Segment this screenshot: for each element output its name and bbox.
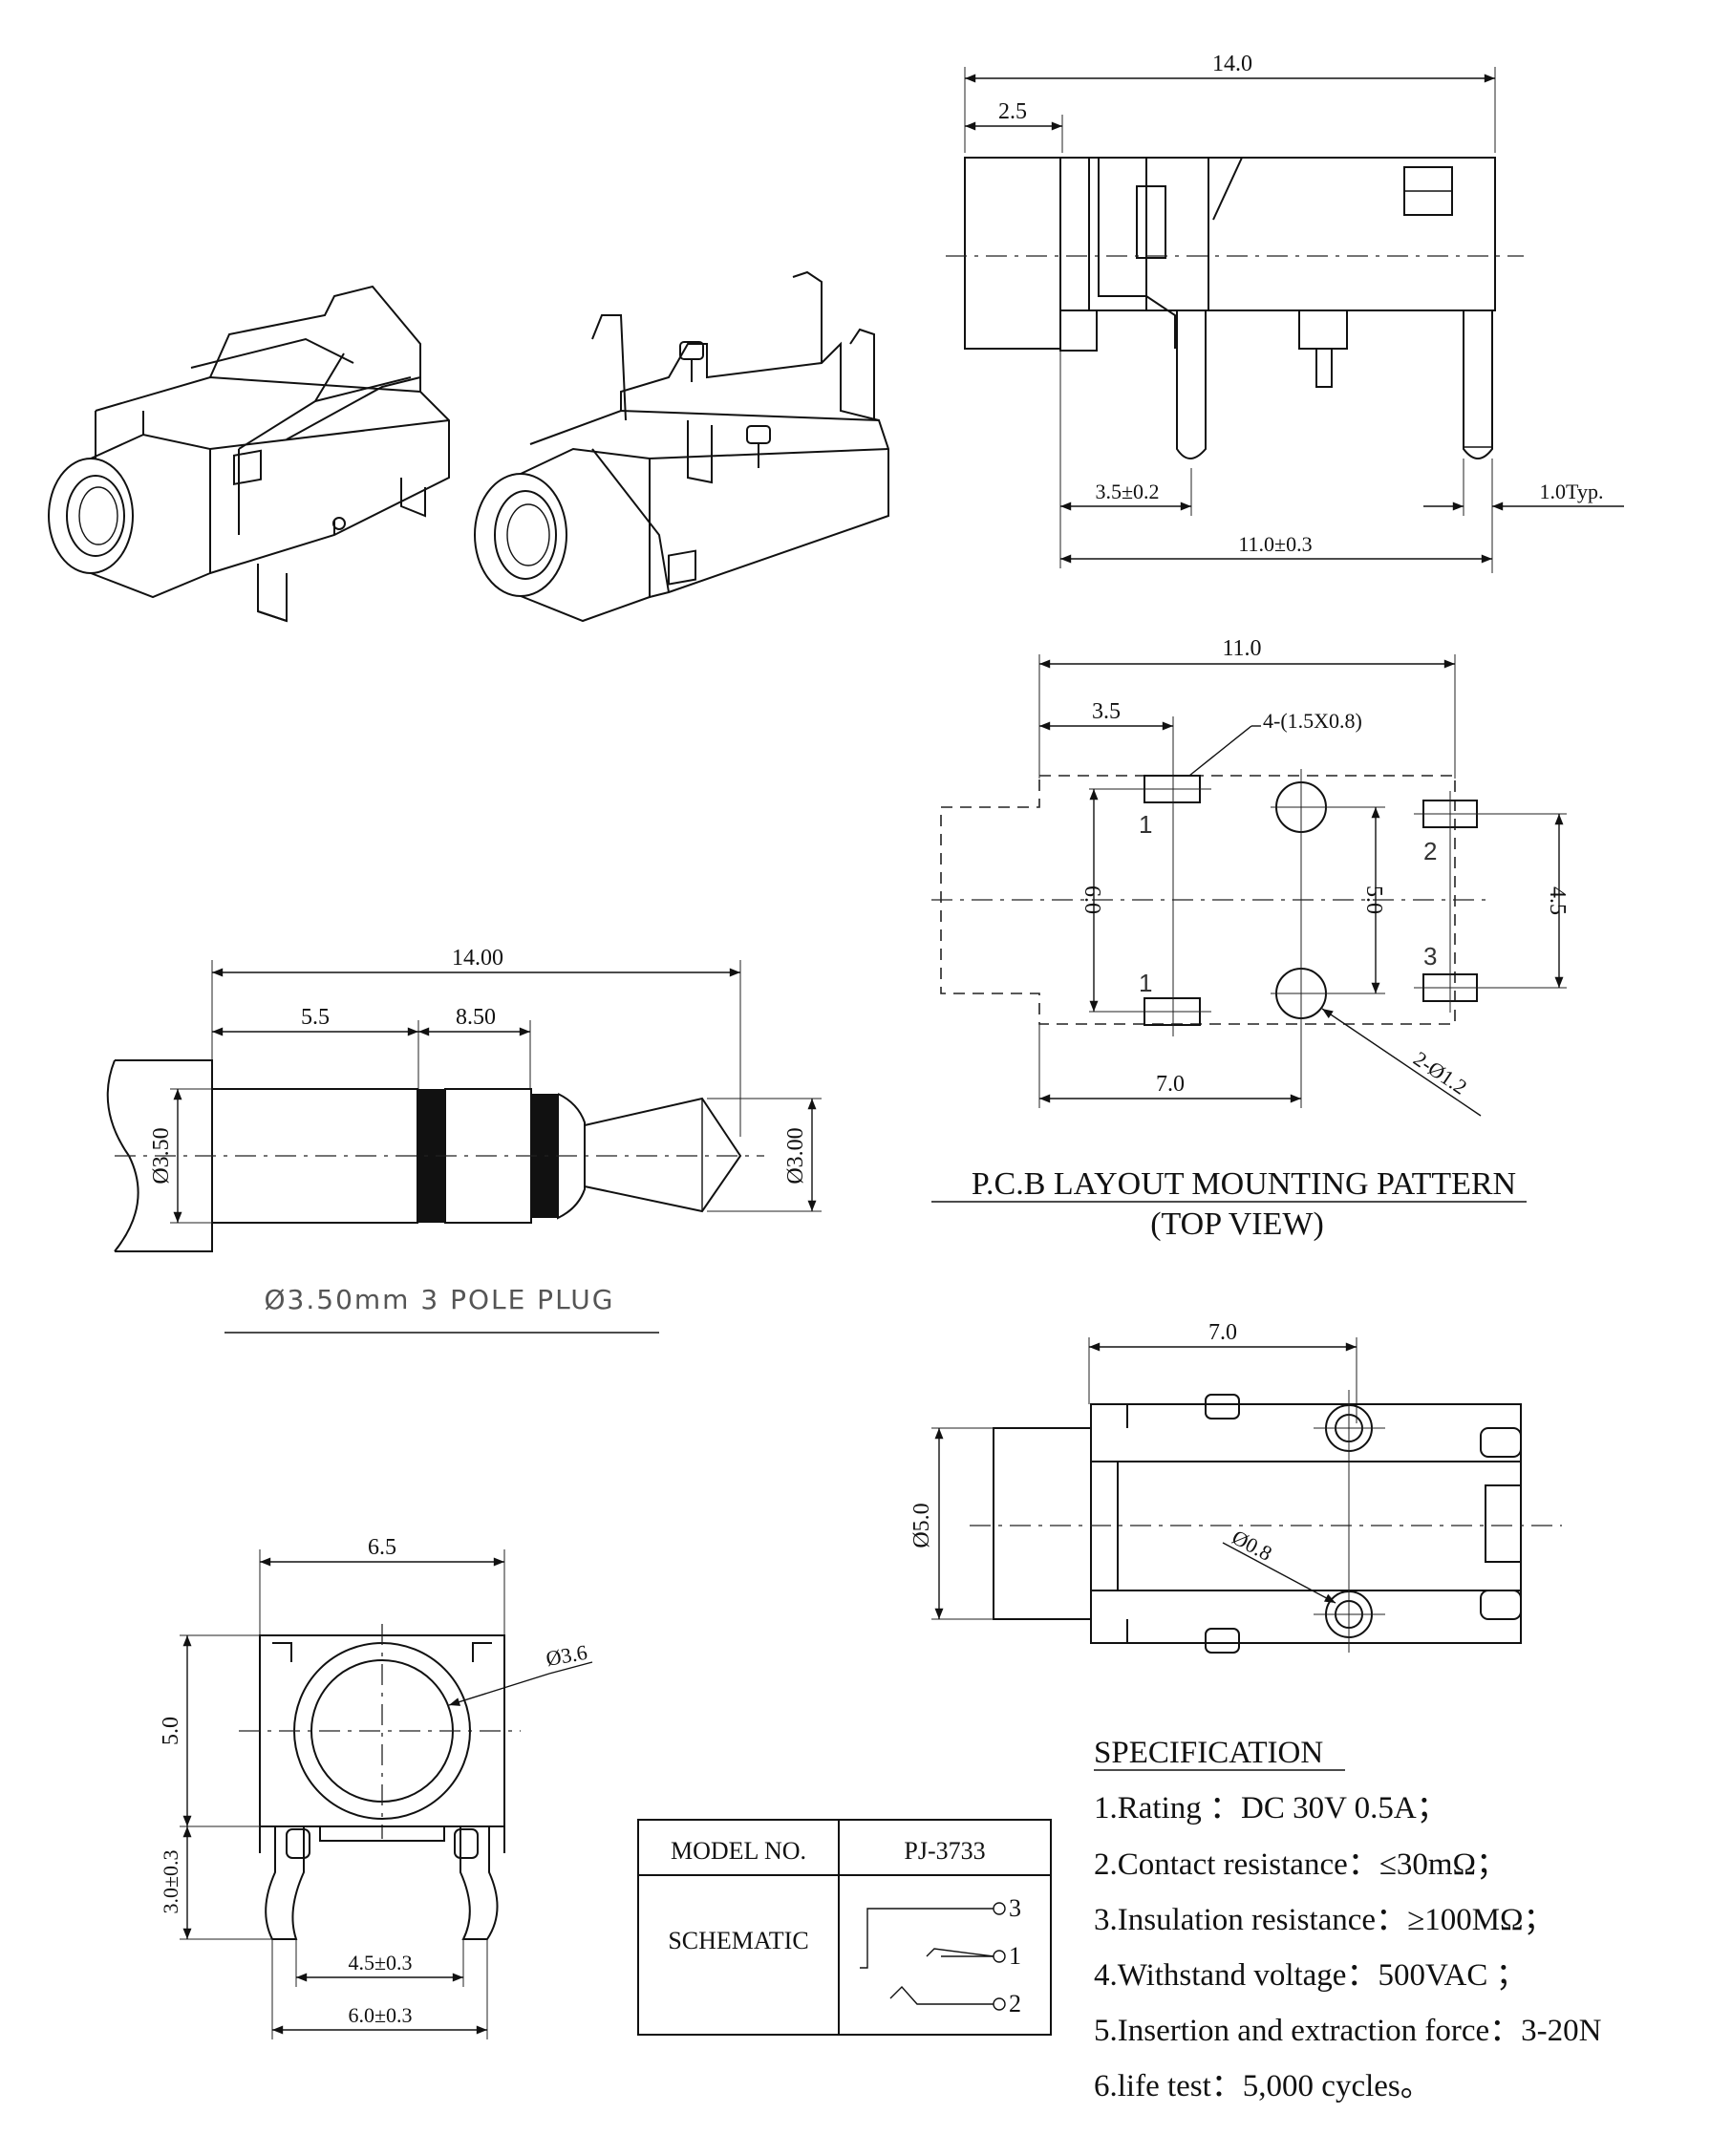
pcb-pin1-offset: 3.5 (1092, 699, 1121, 724)
side-pin-span: 11.0±0.3 (1238, 532, 1312, 556)
front-outer-span: 6.0±0.3 (348, 2003, 412, 2027)
plug-ring-length: 8.50 (456, 1005, 496, 1030)
pcb-height-left: 6.0 (1079, 886, 1104, 914)
specification-heading: SPECIFICATION (1094, 1736, 1323, 1770)
plug-caption: Ø3.50mm 3 POLE PLUG (265, 1284, 615, 1315)
pcb-layout-title: P.C.B LAYOUT MOUNTING PATTERN (972, 1166, 1516, 1202)
spec-item: 3.Insulation resistance：≥100MΩ； (1094, 1903, 1555, 1937)
spec-item: 6.life test：5,000 cycles。 (1094, 2069, 1432, 2103)
terminal-label: 1 (1009, 1942, 1021, 1970)
front-bore-dia: Ø3.6 (545, 1640, 589, 1671)
pcb-height-mid: 5.0 (1361, 886, 1386, 914)
pcb-pin-label: 1 (1139, 810, 1152, 839)
pcb-hole-callout: 2-Ø1.2 (1409, 1046, 1471, 1099)
terminal-label: 3 (1009, 1894, 1021, 1922)
spec-item: 5.Insertion and extraction force：3-20N (1094, 2014, 1602, 2048)
pcb-pad-callout: 4-(1.5X0.8) (1263, 709, 1362, 733)
plug-view: 14.00 5.5 8.50 Ø3.50 Ø3.00 Ø3.50mm 3 POL… (106, 946, 822, 1334)
side-pin-offset: 3.5±0.2 (1095, 480, 1159, 503)
bottom-hole-dia: Ø0.8 (1229, 1525, 1276, 1565)
schematic-label: SCHEMATIC (668, 1927, 808, 1954)
pcb-pin-label: 2 (1423, 837, 1437, 865)
front-view: 6.5 Ø3.6 5.0 3.0±0.3 4.5±0.3 (159, 1535, 593, 2039)
front-height: 5.0 (159, 1717, 183, 1745)
plug-sleeve-length: 5.5 (301, 1005, 330, 1030)
specification-block: SPECIFICATION 1.Rating ：DC 30V 0.5A； 2.C… (1094, 1736, 1602, 2103)
bottom-view: 7.0 Ø5.0 Ø0.8 (909, 1320, 1562, 1654)
model-value: PJ-3733 (904, 1837, 985, 1865)
plug-right-dia: Ø3.00 (783, 1127, 808, 1184)
side-overall-length: 14.0 (1212, 52, 1252, 76)
isometric-view-left (48, 285, 450, 623)
front-width: 6.5 (368, 1535, 396, 1560)
pcb-pin-label: 1 (1139, 969, 1152, 997)
model-label: MODEL NO. (671, 1837, 806, 1865)
bottom-height: Ø5.0 (909, 1503, 934, 1548)
pcb-layout-subtitle: (TOP VIEW) (1150, 1206, 1324, 1242)
pcb-layout-view: 11.0 3.5 4-(1.5X0.8) 1 1 2 3 (931, 636, 1570, 1242)
model-table: MODEL NO. PJ-3733 SCHEMATIC 3 1 2 (637, 1819, 1052, 2036)
front-pin-height: 3.0±0.3 (159, 1849, 182, 1913)
pcb-hole-offset: 7.0 (1156, 1072, 1185, 1097)
plug-left-dia: Ø3.50 (149, 1127, 174, 1184)
spec-item: 1.Rating ：DC 30V 0.5A； (1094, 1791, 1448, 1825)
pcb-width: 11.0 (1222, 636, 1261, 661)
spec-item: 2.Contact resistance：≤30mΩ； (1094, 1847, 1507, 1882)
side-view: 14.0 2.5 3.5±0.2 1.0Typ. (946, 52, 1624, 573)
plug-overall-length: 14.00 (452, 946, 503, 971)
pcb-pin-label: 3 (1423, 942, 1437, 971)
terminal-label: 2 (1009, 1990, 1021, 2017)
front-inner-span: 4.5±0.3 (348, 1951, 412, 1975)
spec-item: 4.Withstand voltage：500VAC ； (1094, 1958, 1528, 1993)
bottom-width: 7.0 (1208, 1320, 1237, 1345)
schematic-diagram: 3 1 2 (860, 1894, 1021, 2017)
isometric-view-right (474, 270, 889, 623)
side-front-length: 2.5 (998, 99, 1027, 124)
side-pin-width: 1.0Typ. (1540, 480, 1604, 503)
pcb-height-right: 4.5 (1545, 886, 1570, 915)
